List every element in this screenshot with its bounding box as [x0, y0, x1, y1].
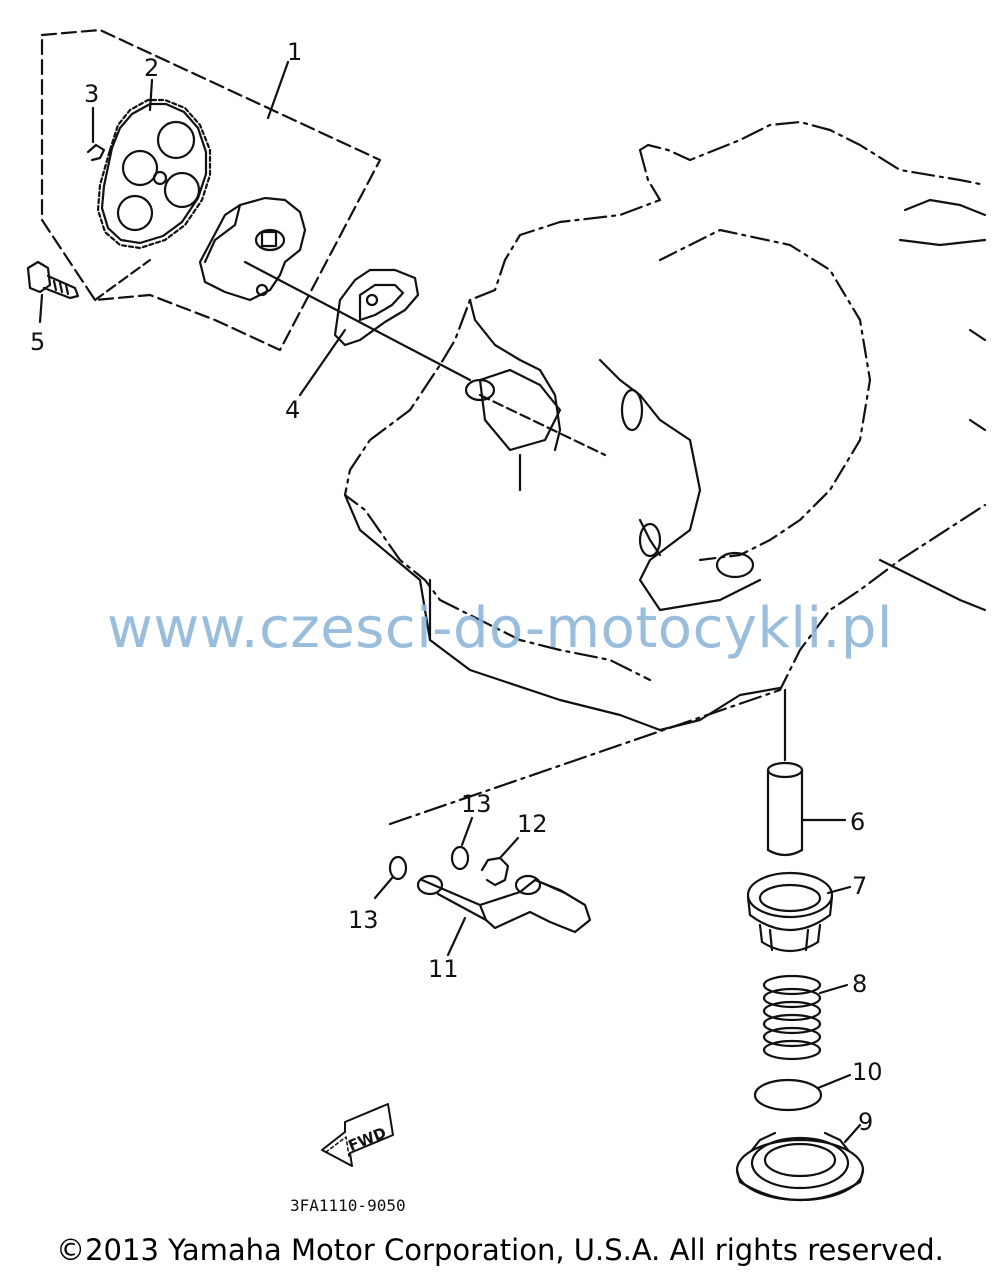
leader-9 — [843, 1123, 862, 1144]
leader-10 — [816, 1073, 852, 1090]
bolt — [26, 260, 80, 300]
leader-13a — [460, 816, 474, 847]
crankcase-cover — [658, 228, 872, 562]
drain-plug — [735, 1131, 865, 1202]
oil-pump-body — [198, 196, 307, 302]
leader-12 — [498, 836, 520, 860]
watermark: www.czesci-do-motocykli.pl — [107, 596, 893, 661]
pipe-clip — [480, 856, 510, 887]
callout-13-left: 13 — [348, 906, 379, 934]
pump-axis-dashed — [478, 393, 607, 457]
circlip — [86, 143, 106, 162]
leader-2 — [148, 78, 154, 112]
gasket — [333, 268, 420, 347]
part-number: 3FA1110-9050 — [290, 1196, 406, 1215]
crankcase-boss-3 — [620, 388, 644, 432]
oil-strainer-pipe — [766, 761, 804, 857]
oil-pump-gear — [96, 98, 212, 250]
callout-10: 10 — [852, 1058, 883, 1086]
spring — [762, 974, 822, 1061]
leader-13b — [373, 876, 394, 900]
strainer-cap — [746, 871, 834, 953]
o-ring-left — [388, 855, 408, 881]
leader-4 — [298, 328, 347, 397]
o-ring-drain — [753, 1078, 823, 1112]
callout-11: 11 — [428, 955, 459, 983]
bolt-leader — [93, 258, 152, 302]
callout-1: 1 — [287, 38, 302, 66]
callout-6: 6 — [850, 808, 865, 836]
callout-3: 3 — [84, 80, 99, 108]
crankcase-boss-1 — [715, 551, 755, 579]
leader-5 — [38, 293, 44, 324]
callout-12: 12 — [517, 810, 548, 838]
pump-seat-body — [478, 368, 562, 452]
leader-8 — [818, 983, 849, 995]
callout-8: 8 — [852, 970, 867, 998]
callout-7: 7 — [852, 872, 867, 900]
callout-2: 2 — [144, 54, 159, 82]
o-ring-right — [450, 845, 470, 871]
leader-11 — [446, 916, 467, 957]
pump-axis — [243, 260, 472, 382]
callout-5: 5 — [30, 328, 45, 356]
crankcase-inner — [428, 298, 762, 642]
crankcase-lower-edge — [388, 503, 987, 826]
fwd-label: FWD — [346, 1124, 389, 1155]
crankcase-right — [878, 198, 987, 612]
callout-9: 9 — [858, 1108, 873, 1136]
leader-1 — [266, 60, 290, 120]
crankcase-boss-2 — [638, 522, 662, 558]
fwd-arrow-icon — [321, 1103, 394, 1167]
callout-4: 4 — [285, 396, 300, 424]
oil-delivery-pipe — [416, 874, 592, 934]
pump-assembly-box — [40, 28, 382, 352]
leader-7 — [826, 885, 852, 895]
crankcase-outline — [343, 120, 987, 682]
callout-labels: 1 2 3 4 5 6 7 8 9 10 11 12 13 13 FWD 3FA… — [30, 38, 883, 1215]
copyright-notice: ©2013 Yamaha Motor Corporation, U.S.A. A… — [56, 1233, 944, 1267]
callout-13-top: 13 — [461, 790, 492, 818]
crankcase-base — [343, 493, 782, 732]
